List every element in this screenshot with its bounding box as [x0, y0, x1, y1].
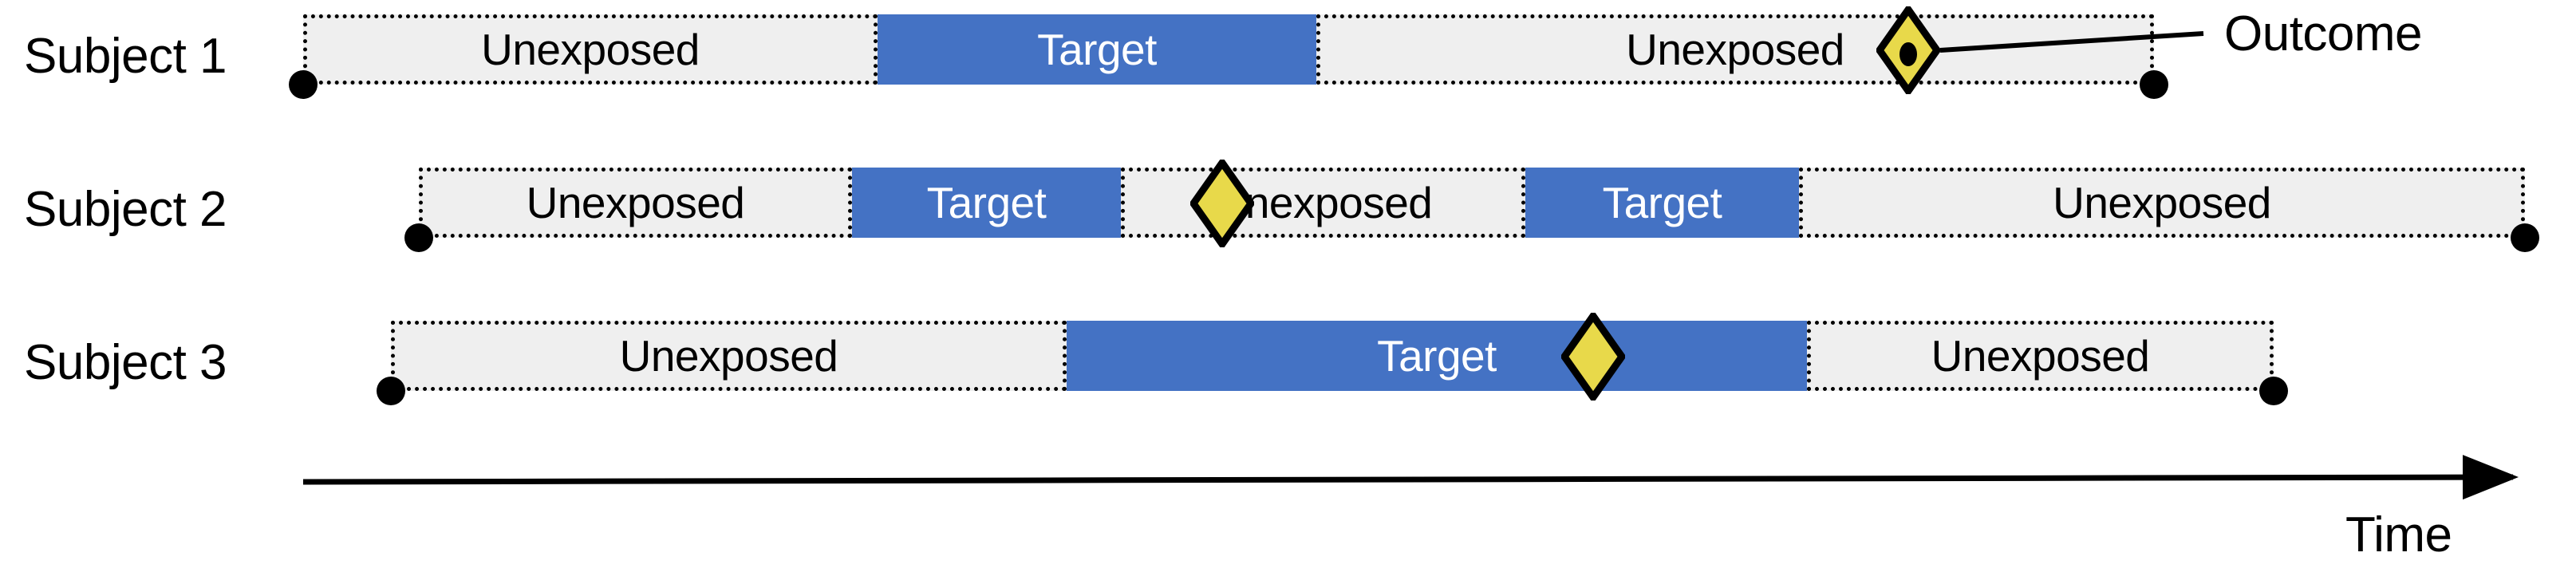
segment-label: Unexposed	[481, 24, 700, 74]
subject-3-end-endpoint	[2259, 377, 2288, 405]
segment-label: Unexposed	[2053, 177, 2271, 227]
subject-2-end-endpoint	[2511, 223, 2539, 252]
segment-label: Target	[1602, 177, 1722, 227]
subject-2-label: Subject 2	[24, 182, 227, 237]
segment-label: Target	[1377, 330, 1497, 381]
outcome-diamond-icon-subject-1[interactable]	[1876, 6, 1940, 94]
subject-2-start-endpoint	[404, 223, 433, 252]
subject-3-segment-target-1[interactable]: Target	[1067, 321, 1807, 391]
segment-label: Unexposed	[526, 177, 745, 227]
segment-label: Unexposed	[619, 330, 838, 381]
subject-2-segment-unexposed-3[interactable]: Unexposed	[1799, 168, 2525, 238]
subject-2-segment-unexposed-2[interactable]: Unexposed	[1121, 168, 1525, 238]
outcome-diamond-icon-subject-3[interactable]	[1561, 313, 1625, 401]
subject-1-end-endpoint	[2140, 70, 2168, 99]
subject-3-label: Subject 3	[24, 335, 227, 390]
segment-label: Target	[1037, 24, 1157, 74]
subject-2-segment-target-2[interactable]: Target	[1525, 168, 1799, 238]
subject-2-segment-unexposed-1[interactable]: Unexposed	[419, 168, 852, 238]
subject-1-segment-unexposed-1[interactable]: Unexposed	[303, 14, 878, 85]
subject-2-segment-target-1[interactable]: Target	[852, 168, 1121, 238]
segment-label: Target	[926, 177, 1047, 227]
subject-3-start-endpoint	[377, 377, 405, 405]
time-axis-label: Time	[2345, 507, 2452, 562]
outcome-annotation-label: Outcome	[2224, 6, 2423, 61]
segment-label: Unexposed	[1626, 24, 1844, 74]
subject-1-label: Subject 1	[24, 29, 227, 84]
subject-1-start-endpoint	[289, 70, 318, 99]
subject-3-segment-unexposed-1[interactable]: Unexposed	[391, 321, 1067, 391]
subject-1-segment-unexposed-2[interactable]: Unexposed	[1316, 14, 2154, 85]
subject-1-segment-target-1[interactable]: Target	[878, 14, 1316, 85]
outcome-diamond-icon-subject-2[interactable]	[1190, 160, 1254, 247]
segment-label: Unexposed	[1931, 330, 2150, 381]
subject-3-segment-unexposed-2[interactable]: Unexposed	[1807, 321, 2274, 391]
